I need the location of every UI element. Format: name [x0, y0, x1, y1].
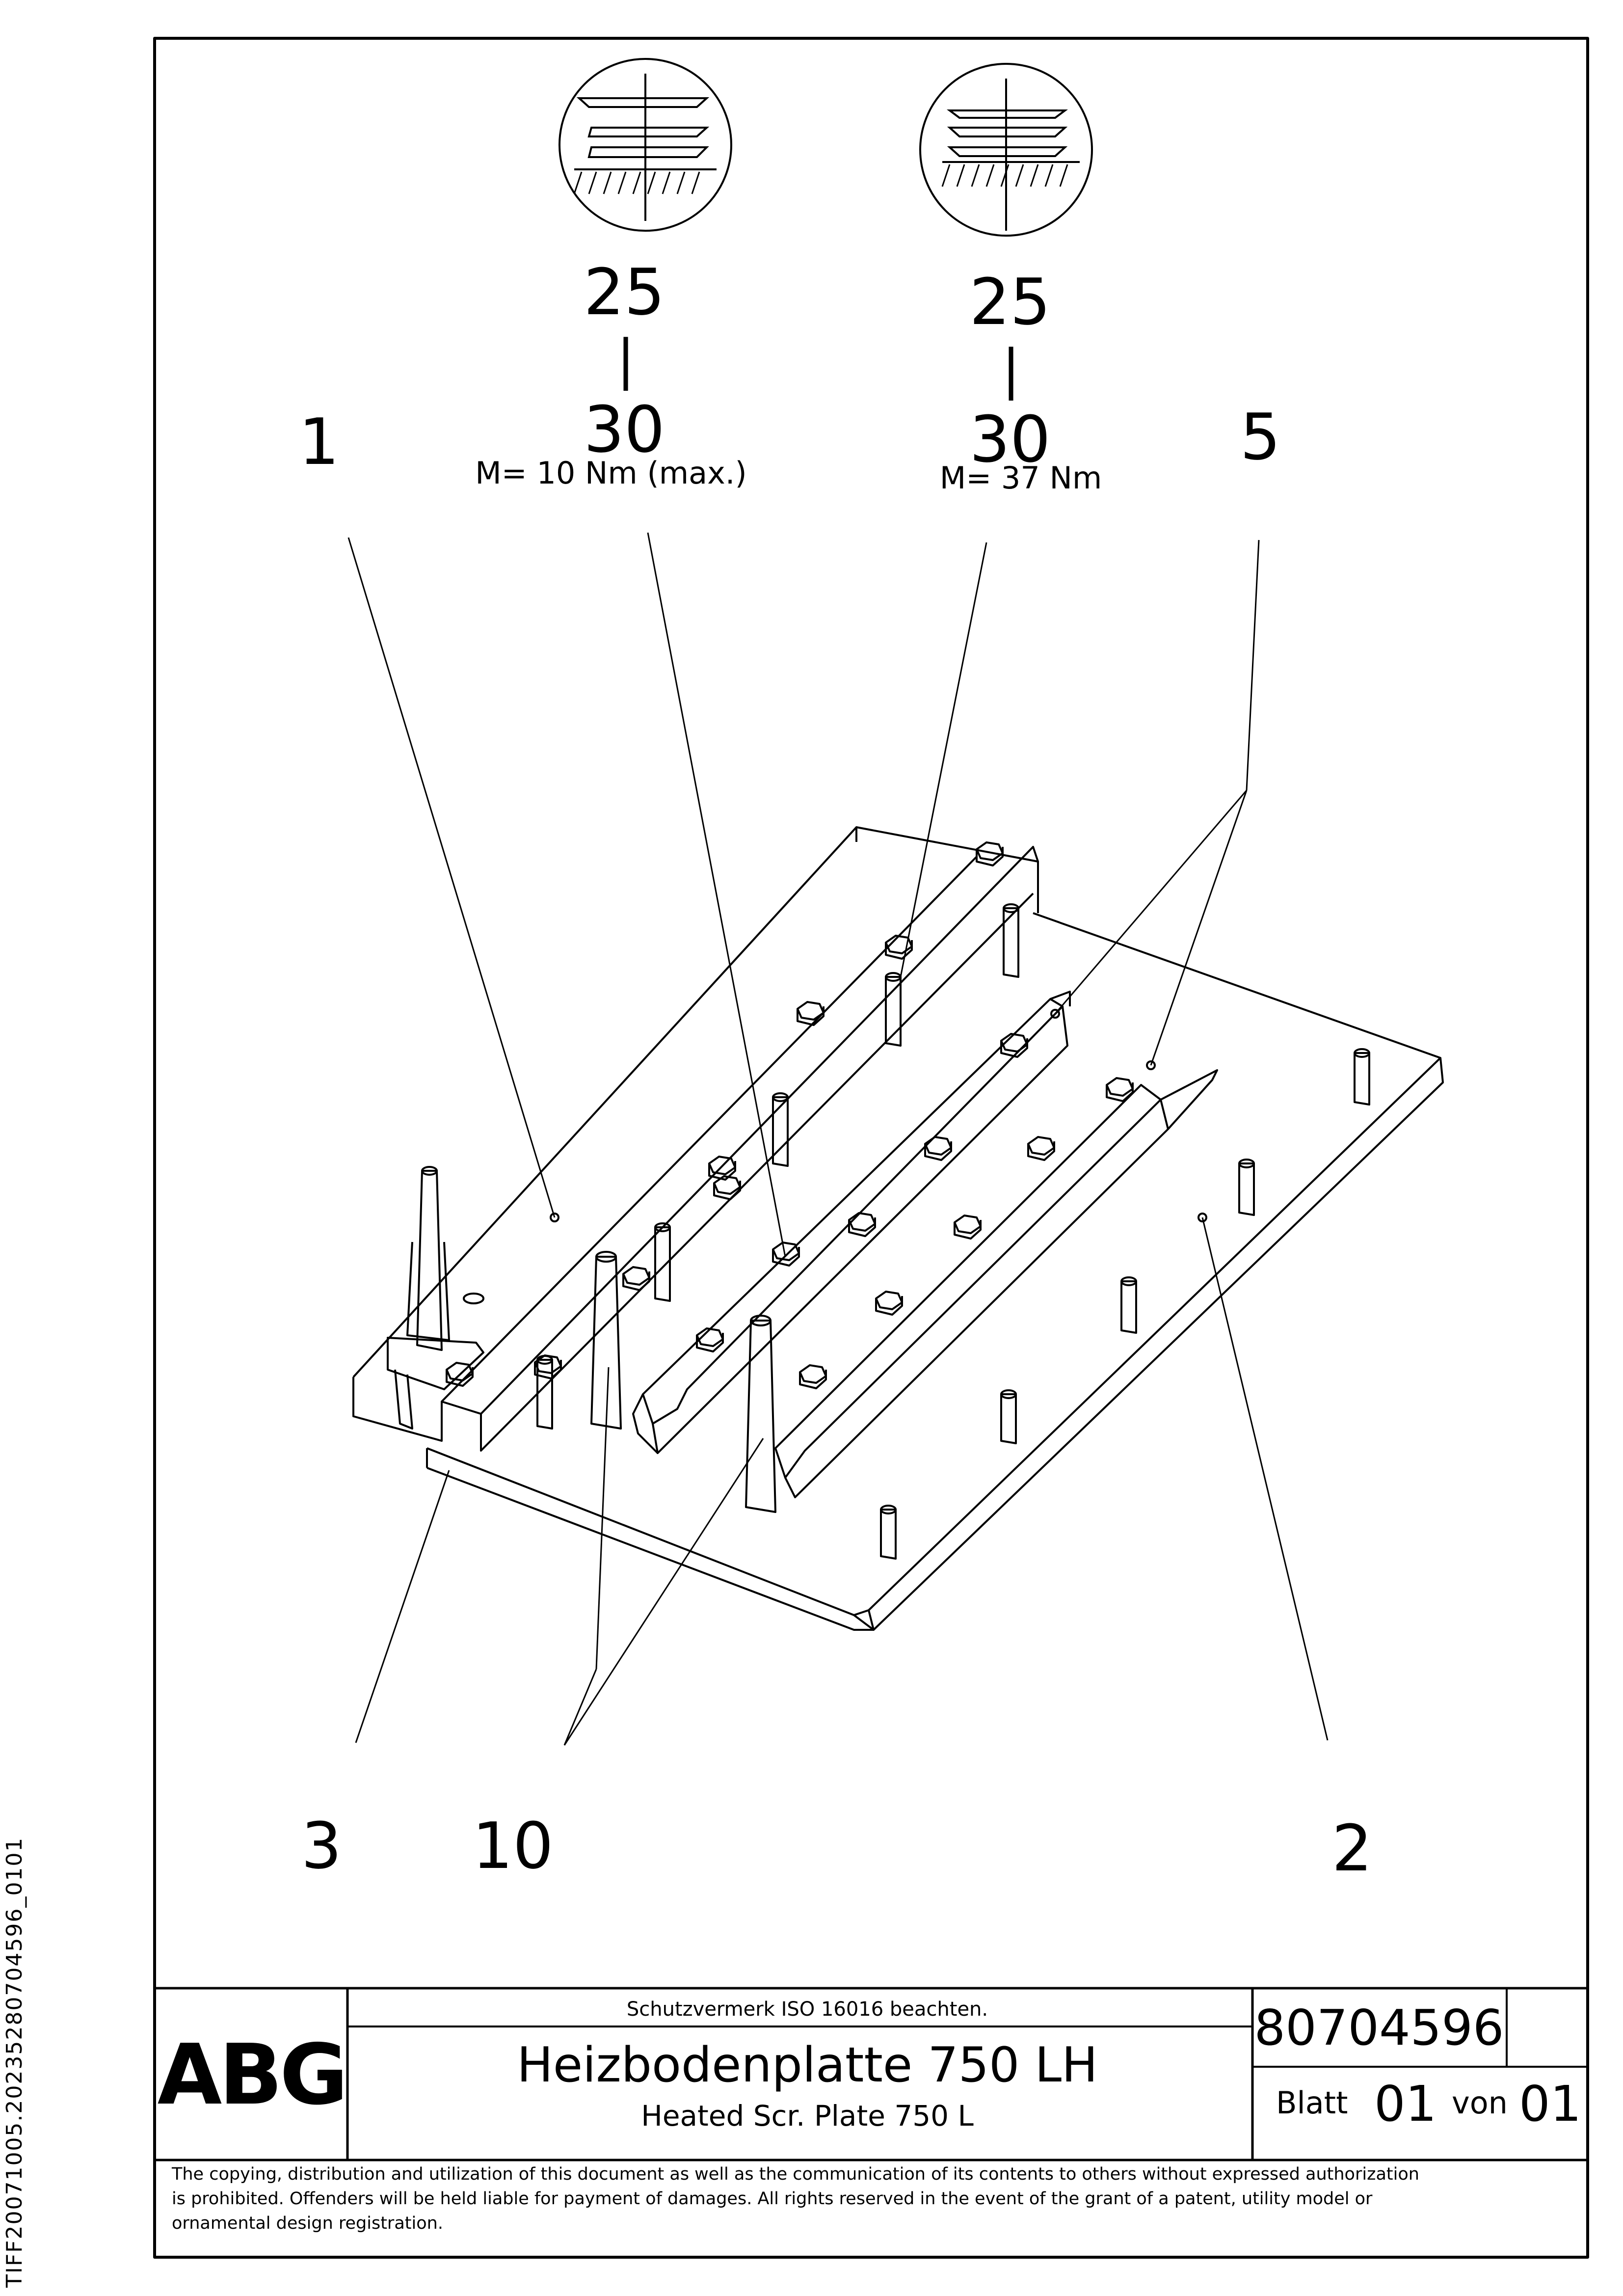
copyright-line-3: ornamental design registration. — [172, 2214, 443, 2233]
balloon-5: 5 — [1240, 400, 1281, 474]
of-label: von — [1452, 2085, 1508, 2121]
document-id-vertical: TIFF20071005.20235280704596_0101 — [2, 1837, 27, 2288]
sheet-number: 01 — [1374, 2075, 1437, 2133]
torque-symbol-left — [559, 58, 732, 232]
copyright-line-2: is prohibited. Offenders will be held li… — [172, 2189, 1373, 2209]
drawing-frame — [153, 37, 1589, 2259]
torque-left-bottom: 30 — [584, 392, 665, 467]
torque-left-note: M= 10 Nm (max.) — [475, 455, 746, 491]
heated-screed-plate-assembly — [352, 826, 1444, 1631]
leader-lines — [347, 532, 1329, 1746]
torque-left-sep: | — [616, 328, 635, 391]
sheet-total: 01 — [1519, 2075, 1581, 2133]
torque-right-bottom: 30 — [969, 402, 1050, 477]
protection-note: Schutzvermerk ISO 16016 beachten. — [627, 1998, 988, 2021]
copyright-line-1: The copying, distribution and utilizatio… — [171, 2164, 1419, 2184]
drawing-number: 80704596 — [1254, 1999, 1504, 2056]
sheet-label: Blatt — [1276, 2085, 1348, 2121]
torque-right-sep: | — [1002, 338, 1020, 401]
balloon-2: 2 — [1332, 1811, 1373, 1886]
torque-right-top: 25 — [969, 265, 1050, 339]
company-logo: ABG — [158, 2026, 346, 2124]
title-english: Heated Scr. Plate 750 L — [641, 2099, 974, 2133]
torque-left-top: 25 — [584, 255, 665, 329]
balloon-3: 3 — [301, 1809, 342, 1883]
torque-right-note: M= 37 Nm — [940, 460, 1102, 496]
torque-symbol-right — [919, 63, 1093, 237]
title-german: Heizbodenplatte 750 LH — [517, 2037, 1098, 2093]
balloon-1: 1 — [299, 405, 340, 479]
balloon-10: 10 — [472, 1809, 553, 1883]
